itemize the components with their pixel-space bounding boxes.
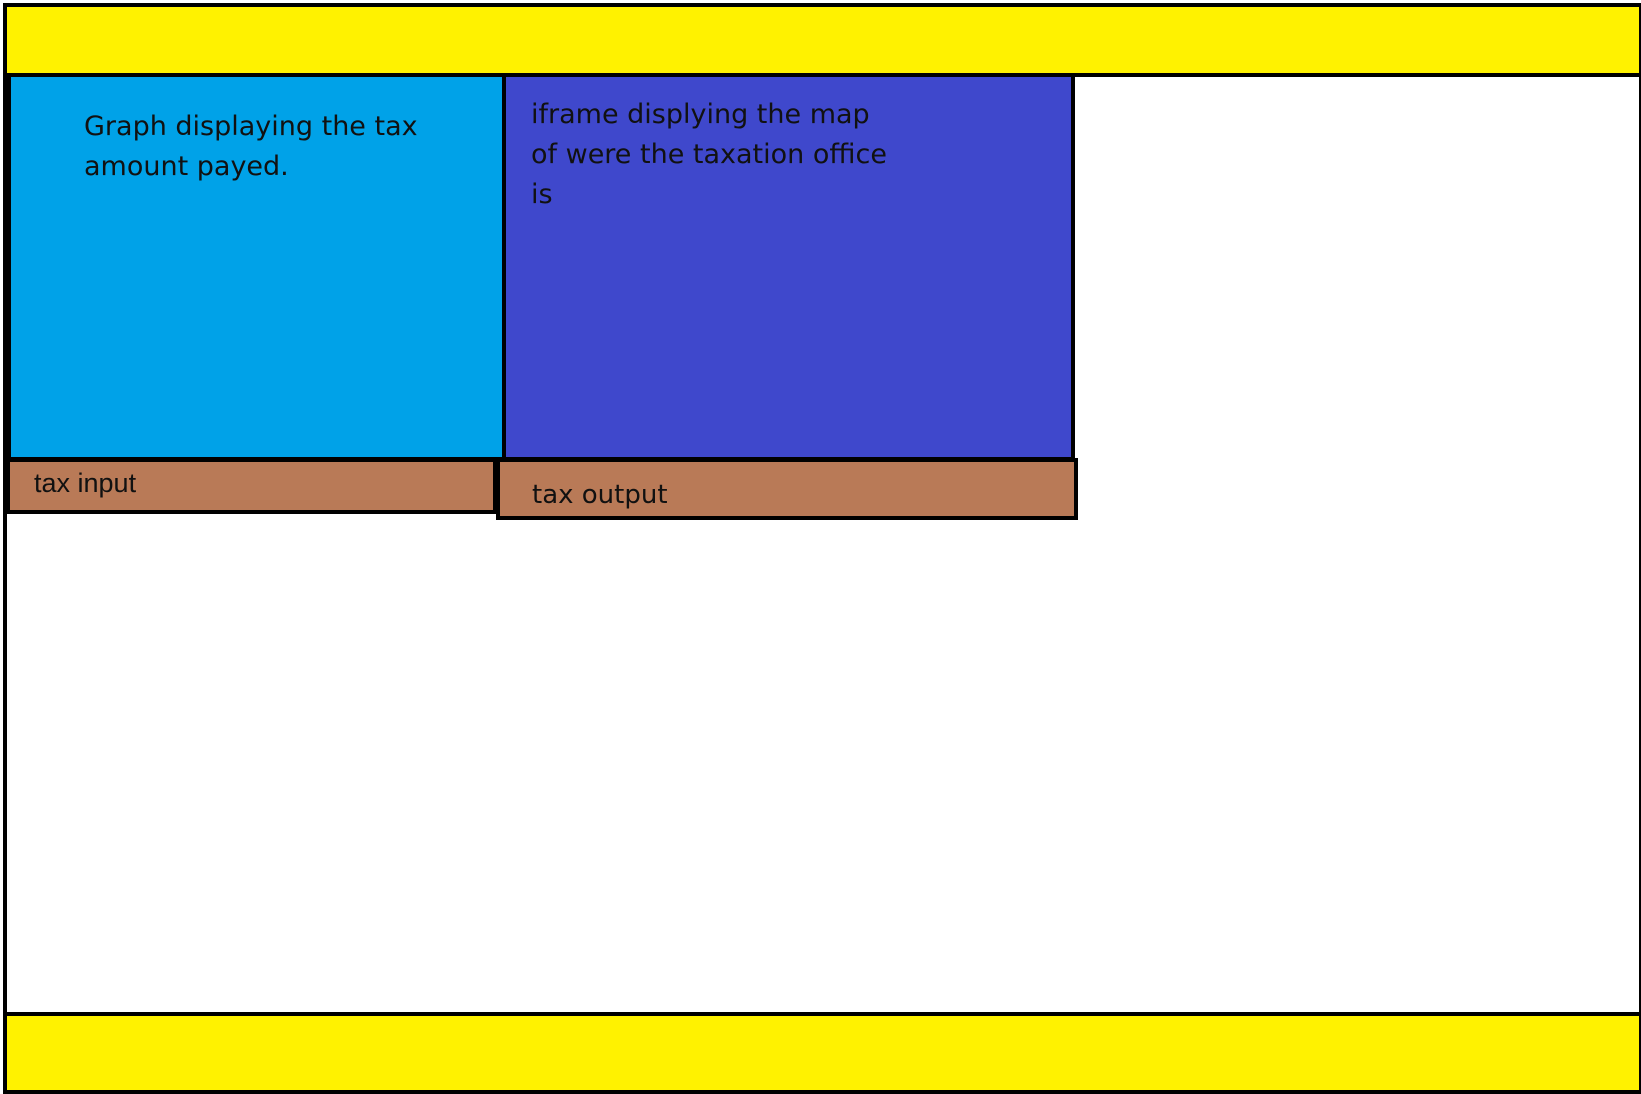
- graph-panel: Graph displaying the tax amount payed.: [7, 73, 506, 461]
- tax-output-label: tax output: [532, 480, 668, 510]
- map-panel-text: iframe displying the map of were the tax…: [531, 99, 887, 210]
- map-iframe-panel[interactable]: iframe displying the map of were the tax…: [502, 73, 1075, 461]
- tax-input-label: tax input: [34, 468, 137, 498]
- footer-band: [3, 1012, 1641, 1094]
- tax-input-field[interactable]: tax input: [6, 458, 497, 514]
- graph-panel-text: Graph displaying the tax amount payed.: [84, 111, 418, 182]
- header-band: [3, 3, 1641, 77]
- tax-output-field: tax output: [496, 458, 1078, 520]
